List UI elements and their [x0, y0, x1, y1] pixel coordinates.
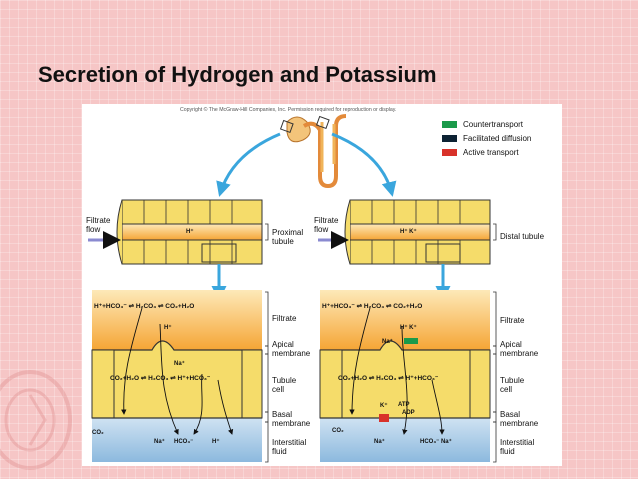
diagram-figure: Copyright © The McGraw-Hill Companies, I… — [82, 104, 562, 466]
legend-item-active-transport: Active transport — [442, 146, 531, 158]
apical-membrane-label-right: Apical membrane — [500, 340, 539, 358]
left-zoom-arrow — [216, 132, 281, 197]
right-equation-filtrate: H⁺+HCO₃⁻ ⇌ H₂CO₃ ⇌ CO₂+H₂O — [322, 303, 423, 310]
k-basal-right: K⁺ — [380, 403, 388, 409]
legend-label: Facilitated diffusion — [463, 133, 532, 143]
hco3-basal-left: HCO₃⁻ — [174, 439, 194, 445]
right-cell-detail — [319, 290, 491, 462]
hk-ion-label-right: H⁺ K⁺ — [400, 229, 417, 235]
h-ion-label-left: H⁺ — [186, 229, 194, 235]
proximal-tubule-label: Proximal tubule — [272, 228, 304, 246]
filtrate-flow-label-right: Filtrate flow — [314, 216, 339, 234]
right-equation-cell: CO₂+H₂O ⇌ H₂CO₃ ⇌ H⁺+HCO₃⁻ — [338, 375, 439, 382]
basal-membrane-label-right: Basal membrane — [500, 410, 539, 428]
tubule-cell-label-right: Tubule cell — [500, 376, 525, 394]
filtrate-region-label-right: Filtrate — [500, 316, 525, 325]
left-equation-filtrate: H⁺+HCO₃⁻ ⇌ H₂CO₃ ⇌ CO₂+H₂O — [94, 303, 195, 310]
tubule-cell-label-left: Tubule cell — [272, 376, 297, 394]
nephron-illustration — [279, 114, 347, 189]
atp-label: ATP — [398, 402, 410, 408]
legend-label: Countertransport — [463, 119, 524, 129]
na-apical-left: Na⁺ — [174, 361, 185, 367]
facilitated-diffusion-swatch — [442, 134, 457, 142]
diagram-svg — [88, 114, 497, 463]
kidney-decoration-icon — [0, 370, 72, 470]
right-zoom-arrow — [331, 132, 397, 197]
left-cell-detail — [91, 290, 263, 462]
slide-title: Secretion of Hydrogen and Potassium — [38, 62, 437, 87]
distal-tubule-label: Distal tubule — [500, 232, 545, 241]
active-transport-swatch — [442, 148, 457, 156]
basal-membrane-label-left: Basal membrane — [272, 410, 311, 428]
left-tubule-segment — [116, 199, 263, 265]
countertransport-swatch — [442, 120, 457, 128]
filtrate-flow-label-left: Filtrate flow — [86, 216, 111, 234]
interstitial-fluid-label-right: Interstitial fluid — [500, 438, 535, 456]
na-basal-right: Na⁺ — [374, 439, 385, 445]
na-basal-left: Na⁺ — [154, 439, 165, 445]
h-basal-left: H⁺ — [212, 439, 220, 445]
co2-basal-left: CO₂ — [92, 430, 104, 436]
legend: Countertransport Facilitated diffusion A… — [442, 118, 531, 160]
legend-item-facilitated-diffusion: Facilitated diffusion — [442, 132, 531, 144]
h-apical-left: H⁺ — [164, 325, 172, 331]
na-apical-right: Na⁺ — [382, 339, 393, 345]
right-tubule-segment — [344, 199, 491, 265]
interstitial-fluid-label-left: Interstitial fluid — [272, 438, 307, 456]
copyright-notice: Copyright © The McGraw-Hill Companies, I… — [180, 107, 397, 113]
adp-label: ADP — [402, 410, 415, 416]
legend-item-countertransport: Countertransport — [442, 118, 531, 130]
co2-basal-right: CO₂ — [332, 428, 344, 434]
filtrate-region-label-left: Filtrate — [272, 314, 297, 323]
legend-label: Active transport — [463, 147, 519, 157]
left-equation-cell: CO₂+H₂O ⇌ H₂CO₃ ⇌ H⁺+HCO₃⁻ — [110, 375, 211, 382]
hk-apical-right: H⁺ K⁺ — [400, 325, 417, 331]
apical-membrane-label-left: Apical membrane — [272, 340, 311, 358]
hco3-na-basal-right: HCO₃⁻ Na⁺ — [420, 439, 452, 445]
